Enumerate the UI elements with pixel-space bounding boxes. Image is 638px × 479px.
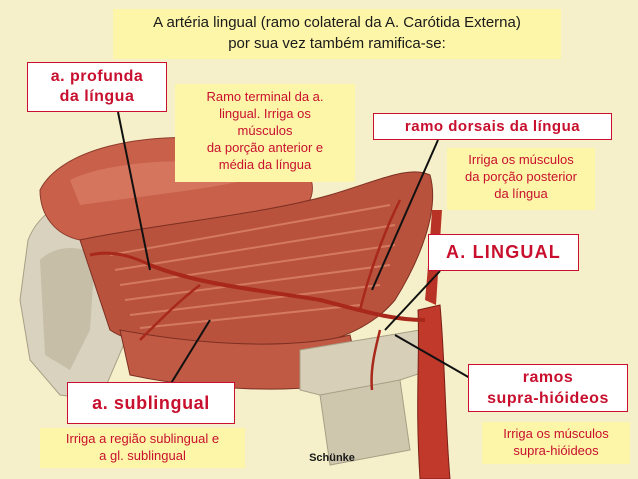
image-credit: Schünke: [309, 452, 355, 464]
deep-lingual-branch: [89, 251, 151, 267]
label-supra-line-2: supra-hióideos: [487, 390, 609, 407]
title-box: A artéria lingual (ramo colateral da A. …: [113, 9, 561, 59]
label-deep-lingual-artery: a. profunda da língua: [27, 62, 167, 112]
pointer-dorsais: [371, 139, 439, 291]
note-sublingual-line-2: a gl. sublingual: [99, 448, 186, 463]
carotid-artery: [417, 304, 451, 479]
note-terminal-line-2: lingual. Irriga os: [219, 106, 311, 121]
suprahyoid-branch: [370, 329, 382, 391]
muscle-fibers: [109, 204, 396, 329]
label-lingual-artery: A. LINGUAL: [428, 234, 579, 271]
note-terminal-line-1: Ramo terminal da a.: [206, 89, 324, 104]
title-line-2: por sua vez também ramifica-se:: [228, 35, 446, 52]
note-terminal-branch: Ramo terminal da a. lingual. Irriga os m…: [175, 84, 355, 182]
title-line-1: A artéria lingual (ramo colateral da A. …: [153, 14, 521, 31]
label-suprahyoid-branches: ramos supra-hióideos: [468, 364, 628, 412]
note-dorsal-line-3: da língua: [494, 186, 548, 201]
pointer-profunda: [117, 111, 151, 271]
label-profunda-line-1: a. profunda: [50, 68, 144, 85]
lingual-artery: [149, 263, 426, 322]
note-dorsal-line-2: da porção posterior: [464, 169, 577, 184]
note-sublingual: Irriga a região sublingual e a gl. subli…: [40, 428, 245, 468]
label-dorsal-branches: ramo dorsais da língua: [373, 113, 612, 140]
note-terminal-line-5: média da língua: [218, 157, 312, 172]
pointer-supra: [394, 334, 471, 379]
label-supra-line-1: ramos: [522, 369, 574, 386]
sublingual-branch: [139, 284, 201, 341]
pointer-lingual: [384, 270, 441, 331]
note-sublingual-line-1: Irriga a região sublingual e: [65, 431, 220, 446]
pointer-sublingual: [169, 319, 211, 386]
dorsal-branch: [358, 199, 402, 311]
note-suprahyoid: Irriga os músculos supra-hióideos: [482, 422, 630, 464]
note-dorsal-branches: Irriga os músculos da porção posterior d…: [447, 148, 595, 210]
note-terminal-line-3: músculos: [237, 123, 293, 138]
note-supra-line-2: supra-hióideos: [513, 443, 599, 458]
mandible-shadow: [40, 248, 95, 370]
label-sublingual-artery: a. sublingual: [67, 382, 235, 424]
larynx: [319, 379, 411, 466]
label-profunda-line-2: da língua: [59, 88, 135, 105]
note-supra-line-1: Irriga os músculos: [503, 426, 609, 441]
note-dorsal-line-1: Irriga os músculos: [468, 152, 574, 167]
note-terminal-line-4: da porção anterior e: [206, 140, 324, 155]
